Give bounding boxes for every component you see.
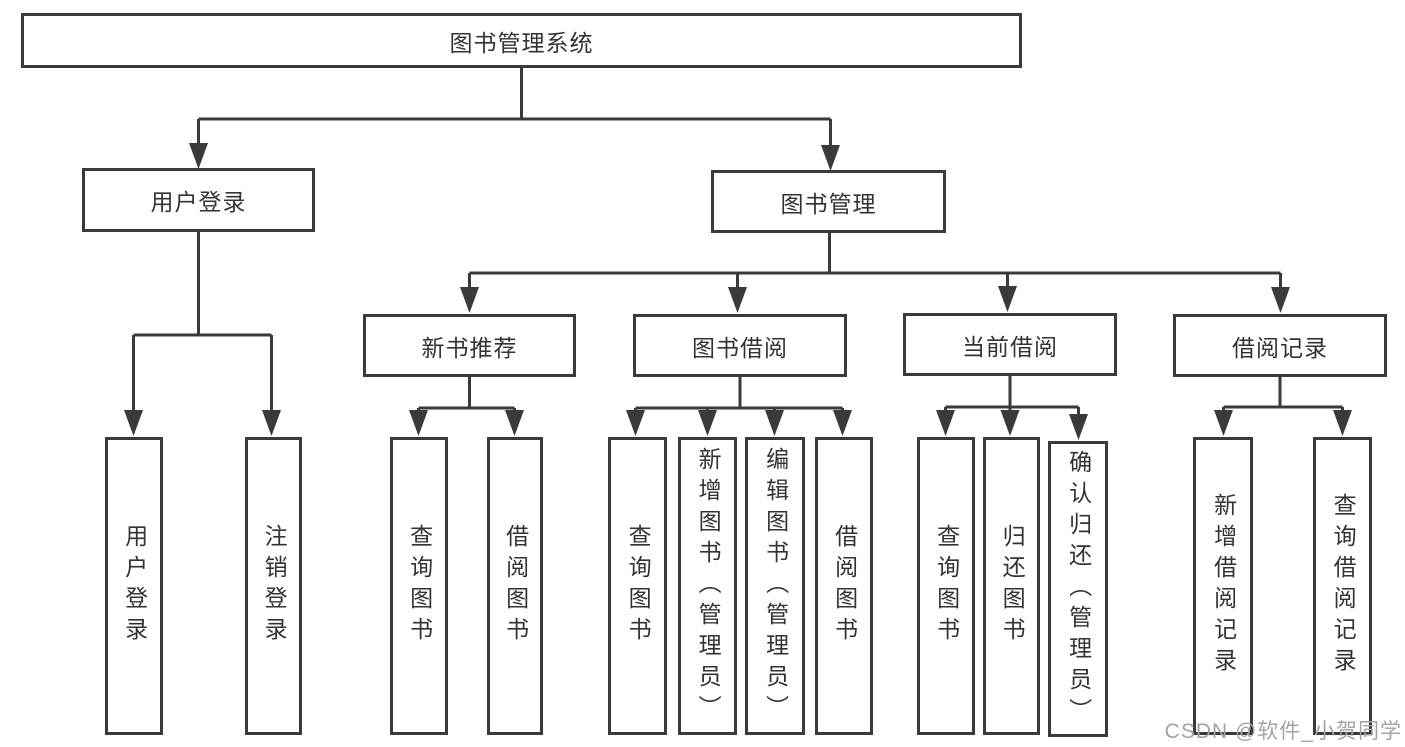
leaf-confirm-return-admin: 确认归还（管理员） (1048, 441, 1108, 737)
leaf-label: 查询图书 (406, 524, 433, 648)
leaf-user-login: 用户登录 (105, 437, 163, 735)
leaf-query-books-2: 查询图书 (608, 437, 667, 735)
leaf-label: 注销登录 (261, 524, 288, 648)
node-book-borrow: 图书借阅 (633, 314, 847, 377)
node-book-management: 图书管理 (711, 170, 946, 233)
leaf-label: 查询图书 (625, 524, 652, 648)
leaf-query-borrow-record: 查询借阅记录 (1313, 437, 1372, 735)
leaf-label: 新增借阅记录 (1210, 493, 1237, 679)
csdn-watermark: CSDN @软件_小贺同学 (1164, 720, 1402, 743)
leaf-label: 确认归还（管理员） (1065, 449, 1092, 729)
leaf-label: 查询图书 (933, 524, 960, 648)
leaf-edit-books-admin: 编辑图书（管理员） (745, 437, 805, 735)
leaf-label: 归还图书 (999, 524, 1026, 648)
leaf-add-borrow-record: 新增借阅记录 (1193, 437, 1253, 735)
leaf-borrow-books-2: 借阅图书 (815, 437, 873, 735)
node-new-book-recommend: 新书推荐 (363, 314, 576, 377)
leaf-return-books: 归还图书 (983, 437, 1040, 735)
leaf-borrow-books-1: 借阅图书 (487, 437, 543, 735)
leaf-label: 查询借阅记录 (1330, 493, 1357, 679)
leaf-query-books-3: 查询图书 (917, 437, 975, 735)
node-current-borrow: 当前借阅 (903, 313, 1117, 376)
leaf-query-books-1: 查询图书 (390, 437, 448, 735)
leaf-label: 借阅图书 (502, 524, 529, 648)
leaf-logout-login: 注销登录 (245, 437, 302, 735)
node-borrow-records: 借阅记录 (1173, 314, 1387, 377)
leaf-add-books-admin: 新增图书（管理员） (678, 437, 737, 735)
leaf-label: 新增图书（管理员） (695, 446, 722, 726)
node-user-login: 用户登录 (82, 168, 315, 232)
arrowhead-icons (124, 143, 1352, 440)
leaf-label: 借阅图书 (831, 524, 858, 648)
leaf-label: 用户登录 (121, 524, 148, 648)
leaf-label: 编辑图书（管理员） (762, 446, 789, 726)
node-root: 图书管理系统 (21, 13, 1022, 68)
